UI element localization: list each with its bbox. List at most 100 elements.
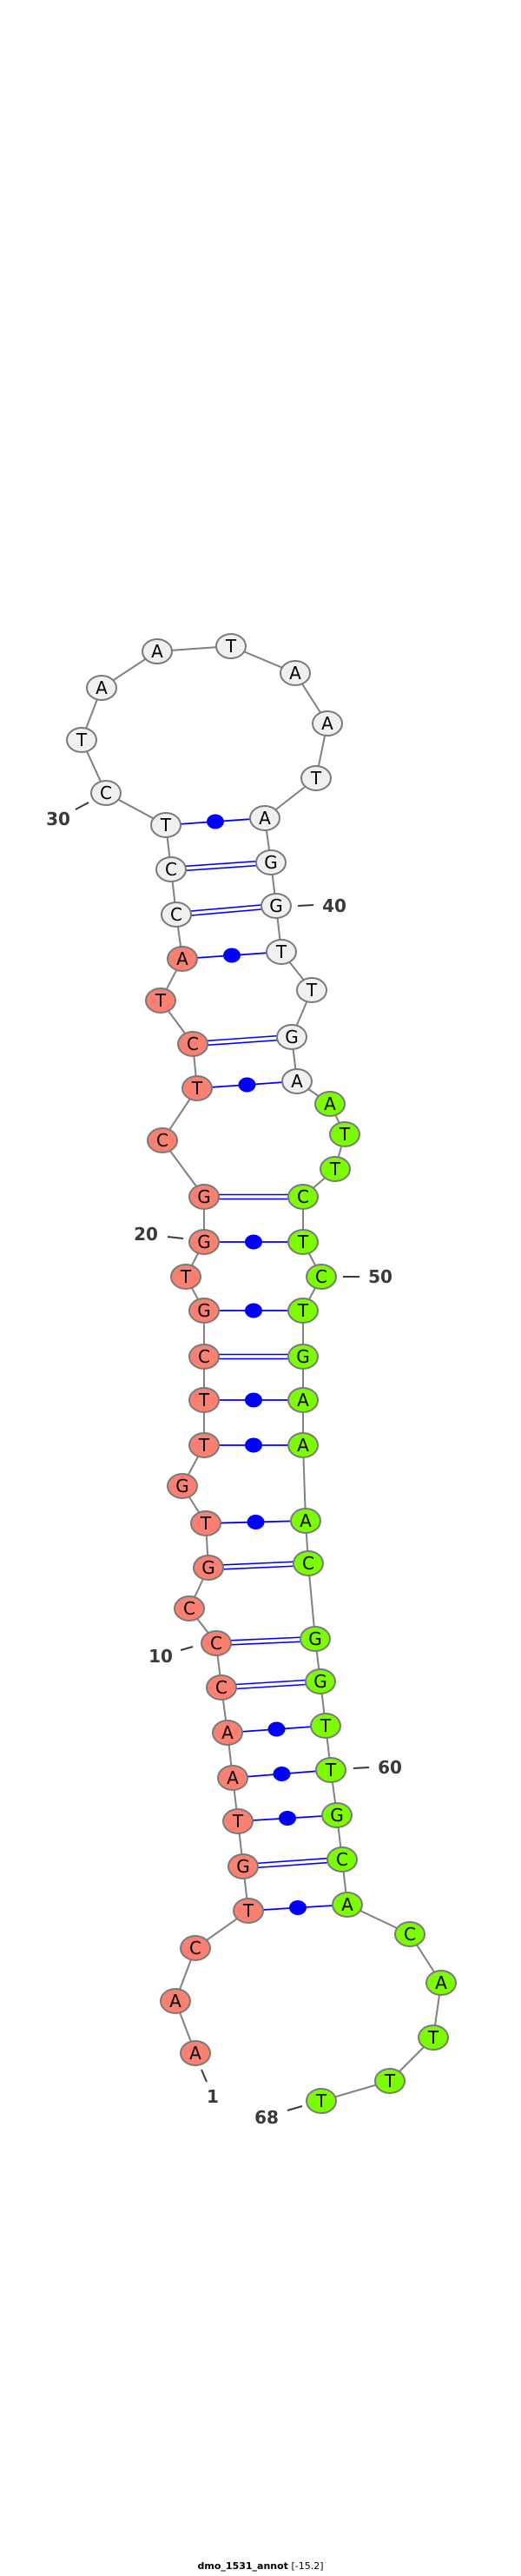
nucleotide-letter: C <box>315 1266 327 1287</box>
pair-dot <box>273 1767 291 1781</box>
nucleotide-circle <box>150 812 181 838</box>
nucleotide-letter: A <box>435 1972 447 1993</box>
nucleotide-letter: A <box>300 1510 312 1531</box>
nucleotide-circle <box>306 2088 337 2114</box>
nucleotide-circle <box>287 1184 319 1210</box>
nucleotide-55: A <box>290 1508 321 1534</box>
nucleotide-51: T <box>287 1298 319 1324</box>
nucleotide-letter: T <box>384 2071 396 2091</box>
nucleotide-circle <box>66 727 97 753</box>
nucleotide-circle <box>296 977 327 1003</box>
gc-pair-line <box>221 1682 321 1691</box>
nucleotide-25: T <box>145 987 176 1014</box>
nucleotide-circle <box>320 1156 351 1182</box>
nucleotide-circle <box>315 1757 346 1783</box>
nucleotide-10: C <box>201 1630 232 1656</box>
nucleotide-circle <box>314 1091 346 1117</box>
nucleotide-letter: T <box>160 815 172 836</box>
nucleotide-letter: G <box>197 1186 211 1207</box>
nucleotide-46: T <box>329 1121 360 1147</box>
nucleotide-letter: A <box>297 1390 309 1410</box>
nucleotide-circle <box>233 1898 264 1924</box>
nucleotide-circle <box>181 1075 213 1101</box>
nucleotide-letter: G <box>313 1671 327 1692</box>
nucleotide-circle <box>206 1674 237 1701</box>
base-pairs <box>165 814 348 1915</box>
nucleotide-50: C <box>306 1264 337 1290</box>
position-label: 1 <box>207 2086 219 2107</box>
label-tick <box>180 1646 194 1651</box>
nucleotide-letter: T <box>427 2027 439 2048</box>
nucleotide-letter: C <box>198 1346 210 1367</box>
nucleotide-circle <box>293 1550 324 1576</box>
nucleotide-letter: T <box>315 2091 327 2111</box>
nucleotide-53: A <box>287 1387 319 1413</box>
nucleotide-letter: A <box>221 1722 234 1743</box>
pair-dot <box>279 1811 296 1826</box>
nucleotide-letter: C <box>404 1924 416 1945</box>
nucleotide-5: G <box>228 1853 259 1879</box>
nucleotide-letter: A <box>189 2043 201 2064</box>
structure-caption: dmo_1531_annot [-15.2] <box>0 2560 521 2572</box>
nucleotide-circle <box>228 1853 259 1879</box>
pair-dot <box>245 1437 262 1453</box>
nucleotide-letter: C <box>215 1677 228 1698</box>
nucleotide-circle <box>222 1808 254 1834</box>
nucleotide-letter: C <box>100 783 112 803</box>
nucleotide-circle <box>167 1473 198 1499</box>
nucleotide-circle <box>310 1713 341 1739</box>
nucleotide-letter: G <box>175 1476 189 1496</box>
gc-pair-line <box>242 1856 342 1866</box>
nucleotide-8: A <box>212 1720 243 1746</box>
nucleotide-letter: T <box>76 730 88 750</box>
nucleotide-letter: T <box>200 1513 212 1534</box>
nucleotide-circle <box>255 849 287 875</box>
nucleotide-letter: G <box>197 1232 211 1252</box>
nucleotide-circle <box>190 1510 221 1536</box>
nucleotide-60: T <box>315 1757 346 1783</box>
pair-dot <box>289 1900 307 1915</box>
gc-pair-line <box>221 1678 320 1687</box>
nucleotide-letter: T <box>180 1266 192 1287</box>
nucleotide-14: G <box>167 1473 198 1499</box>
nucleotide-27: C <box>161 902 192 928</box>
nucleotide-35: A <box>280 660 311 686</box>
nucleotide-letter: A <box>96 677 108 698</box>
gc-pair-line <box>192 1034 292 1043</box>
nucleotide-letter: C <box>210 1633 222 1654</box>
gc-pair-line <box>175 902 276 914</box>
nucleotide-letter: A <box>289 663 301 684</box>
nucleotide-2: A <box>160 1988 191 2014</box>
nucleotide-12: G <box>193 1555 224 1581</box>
gc-pair-line <box>215 1635 315 1642</box>
nucleotide-59: T <box>310 1713 341 1739</box>
nucleotide-circle <box>193 1555 224 1581</box>
nucleotide-circle <box>312 710 343 736</box>
nucleotide-19: T <box>170 1264 201 1290</box>
nucleotide-circle <box>305 1668 336 1694</box>
nucleotide-letter: G <box>197 1300 211 1321</box>
nucleotide-circle <box>249 805 280 831</box>
nucleotide-letter: C <box>189 1938 201 1958</box>
nucleotide-circle <box>161 902 192 928</box>
gc-pair-line <box>171 863 272 873</box>
nucleotide-circle <box>145 987 176 1014</box>
position-label: 68 <box>254 2107 279 2128</box>
position-label: 50 <box>368 1266 392 1287</box>
nucleotide-15: T <box>188 1432 220 1458</box>
nucleotide-9: C <box>206 1674 237 1701</box>
nucleotide-letter: C <box>187 1034 199 1054</box>
nucleotide-circle <box>155 856 187 882</box>
nucleotide-letter: A <box>151 641 163 662</box>
gc-pair-line <box>243 1860 343 1870</box>
nucleotide-letter: A <box>324 1093 336 1114</box>
nucleotide-circle <box>287 1229 319 1255</box>
nucleotide-letter: G <box>269 895 283 916</box>
nucleotide-letter: T <box>275 941 287 962</box>
nucleotide-58: G <box>305 1668 336 1694</box>
nucleotide-circle <box>394 1921 425 1947</box>
nucleotide-44: A <box>281 1068 313 1094</box>
pair-dot <box>245 1303 262 1318</box>
gc-pair-line <box>170 859 271 869</box>
